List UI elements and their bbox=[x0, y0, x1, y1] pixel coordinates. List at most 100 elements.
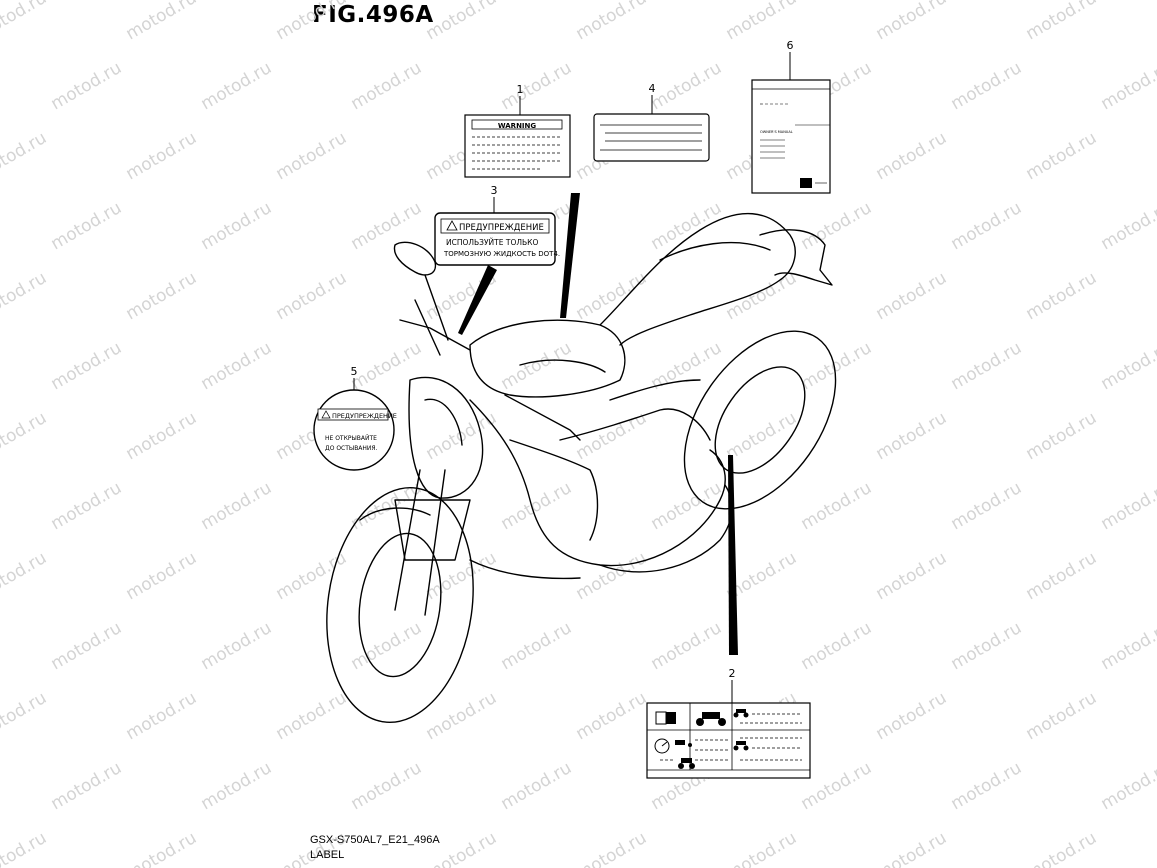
watermark-text: motod.ru bbox=[423, 0, 501, 44]
watermark-text: motod.ru bbox=[873, 0, 951, 44]
watermark-text: motod.ru bbox=[573, 0, 651, 44]
watermark-text: motod.ru bbox=[1023, 408, 1101, 464]
watermark-text: motod.ru bbox=[48, 618, 126, 674]
callout-number-2: 2 bbox=[729, 667, 736, 680]
watermark-text: motod.ru bbox=[48, 198, 126, 254]
watermark-text: motod.ru bbox=[498, 758, 576, 814]
watermark-text: motod.ru bbox=[1023, 548, 1101, 604]
watermark-text: motod.ru bbox=[873, 408, 951, 464]
watermark-text: motod.ru bbox=[573, 268, 651, 324]
watermark-text: motod.ru bbox=[273, 268, 351, 324]
watermark-text: motod.ru bbox=[0, 688, 50, 744]
watermark-text: motod.ru bbox=[123, 0, 201, 44]
manual-title: OWNER'S MANUAL bbox=[760, 130, 793, 134]
watermark-text: motod.ru bbox=[0, 408, 50, 464]
callout-number-5: 5 bbox=[351, 365, 358, 378]
watermark-text: motod.ru bbox=[798, 338, 876, 394]
watermark-text: motod.ru bbox=[123, 128, 201, 184]
watermark-text: motod.ru bbox=[648, 198, 726, 254]
watermark-text: motod.ru bbox=[1098, 338, 1157, 394]
owners-manual: OWNER'S MANUAL bbox=[751, 52, 831, 194]
watermark-text: motod.ru bbox=[48, 58, 126, 114]
watermark-text: motod.ru bbox=[198, 758, 276, 814]
info-label bbox=[593, 95, 710, 162]
watermark-text: motod.ru bbox=[498, 478, 576, 534]
watermark-text: motod.ru bbox=[798, 618, 876, 674]
watermark-text: motod.ru bbox=[123, 408, 201, 464]
fuel-cap-warning-label: ПРЕДУПРЕЖДЕНИЕ НЕ ОТКРЫВАЙТЕ ДО ОСТЫВАНИ… bbox=[313, 378, 397, 471]
callout-number-4: 4 bbox=[649, 82, 656, 95]
callout-number-6: 6 bbox=[787, 39, 794, 52]
watermark-text: motod.ru bbox=[723, 408, 801, 464]
brake-fluid-warning-label: ПРЕДУПРЕЖДЕНИЕ ИСПОЛЬЗУЙТЕ ТОЛЬКО ТОРМОЗ… bbox=[434, 197, 560, 266]
watermark-text: motod.ru bbox=[948, 758, 1026, 814]
watermark-text: motod.ru bbox=[948, 198, 1026, 254]
watermark-text: motod.ru bbox=[1098, 198, 1157, 254]
watermark-text: motod.ru bbox=[198, 198, 276, 254]
watermark-text: motod.ru bbox=[348, 338, 426, 394]
watermark-text: motod.ru bbox=[948, 618, 1026, 674]
watermark-text: motod.ru bbox=[198, 338, 276, 394]
watermark-text: motod.ru bbox=[1023, 128, 1101, 184]
watermark-text: motod.ru bbox=[498, 58, 576, 114]
callout-numbers: 1 2 3 4 5 6 bbox=[351, 39, 794, 680]
cap-label-header: ПРЕДУПРЕЖДЕНИЕ bbox=[332, 412, 397, 420]
watermark-text: motod.ru bbox=[948, 478, 1026, 534]
brake-label-line2: ТОРМОЗНУЮ ЖИДКОСТЬ DOT4. bbox=[443, 250, 560, 258]
watermark-text: motod.ru bbox=[573, 548, 651, 604]
watermark-text: motod.ru bbox=[48, 758, 126, 814]
watermark-text: motod.ru bbox=[1023, 0, 1101, 44]
warning-label-header: WARNING bbox=[498, 122, 537, 130]
cap-label-line1: НЕ ОТКРЫВАЙТЕ bbox=[325, 435, 377, 442]
watermark-text: motod.ru bbox=[948, 58, 1026, 114]
brake-label-line1: ИСПОЛЬЗУЙТЕ ТОЛЬКО bbox=[446, 238, 538, 247]
watermark-text: motod.ru bbox=[1023, 828, 1101, 868]
watermark-text: motod.ru bbox=[498, 338, 576, 394]
watermark-text: motod.ru bbox=[798, 198, 876, 254]
fig-title: FIG.496A bbox=[312, 2, 434, 28]
watermark-text: motod.ru bbox=[573, 688, 651, 744]
watermark-text: motod.ru bbox=[198, 618, 276, 674]
watermark-text: motod.ru bbox=[273, 688, 351, 744]
wrench-icon bbox=[675, 740, 692, 747]
watermark-text: motod.ru bbox=[1023, 268, 1101, 324]
watermark-text: motod.ru bbox=[873, 268, 951, 324]
watermark-text: motod.ru bbox=[873, 828, 951, 868]
watermark-text: motod.ru bbox=[873, 688, 951, 744]
watermark-text: motod.ru bbox=[1098, 758, 1157, 814]
watermark-text: motod.ru bbox=[0, 128, 50, 184]
watermark-text: motod.ru bbox=[0, 268, 50, 324]
watermark-text: motod.ru bbox=[48, 478, 126, 534]
figure-code: GSX-S750AL7_E21_496A bbox=[310, 834, 440, 846]
watermark-text: motod.ru bbox=[723, 0, 801, 44]
watermark-text: motod.ru bbox=[198, 478, 276, 534]
motorcycle-small-icon bbox=[733, 709, 749, 718]
warning-label: WARNING bbox=[464, 96, 571, 178]
watermark-text: motod.ru bbox=[48, 338, 126, 394]
watermark-text: motod.ru bbox=[198, 58, 276, 114]
watermark-text: motod.ru bbox=[948, 338, 1026, 394]
watermark-text: motod.ru bbox=[873, 548, 951, 604]
watermark-text: motod.ru bbox=[123, 548, 201, 604]
watermark-text: motod.ru bbox=[123, 688, 201, 744]
callout-number-1: 1 bbox=[517, 83, 524, 96]
callout-number-3: 3 bbox=[491, 184, 498, 197]
watermark-text: motod.ru bbox=[648, 58, 726, 114]
rider-icon bbox=[733, 741, 749, 751]
watermark-text: motod.ru bbox=[123, 268, 201, 324]
watermark-text: motod.ru bbox=[498, 618, 576, 674]
book-icon bbox=[655, 711, 676, 725]
watermark-text: motod.ru bbox=[1098, 478, 1157, 534]
brake-label-header: ПРЕДУПРЕЖДЕНИЕ bbox=[459, 223, 544, 233]
watermark-text: motod.ru bbox=[798, 478, 876, 534]
watermark-text: motod.ru bbox=[648, 618, 726, 674]
watermark-text: motod.ru bbox=[1098, 58, 1157, 114]
watermark-text: motod.ru bbox=[723, 828, 801, 868]
leader-pointers bbox=[458, 193, 738, 655]
watermark-text: motod.ru bbox=[573, 828, 651, 868]
cap-label-line2: ДО ОСТЫВАНИЯ. bbox=[325, 445, 378, 452]
tire-gauge-icon bbox=[654, 738, 670, 754]
watermark-text: motod.ru bbox=[723, 268, 801, 324]
